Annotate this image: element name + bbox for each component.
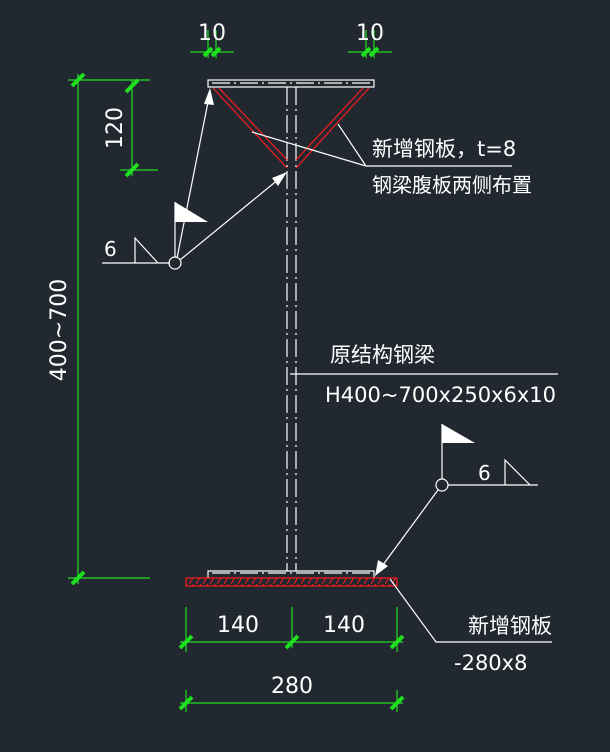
plate-spec: -280x8	[454, 651, 527, 675]
dim-top-left: 10	[190, 21, 234, 58]
weld-size: 6	[478, 461, 491, 485]
plate-title: 新增钢板	[468, 614, 552, 638]
dim-text: 120	[103, 107, 128, 149]
stiffener-leader: 新增钢板，t=8 钢梁腹板两侧布置	[251, 123, 532, 197]
weld-symbol-right: 6	[375, 424, 538, 576]
dim-beam-height: 400~700	[47, 72, 150, 586]
dim-bottom-halves: 140 140	[178, 607, 405, 652]
dim-text: 280	[271, 674, 313, 699]
dim-text: 10	[356, 21, 384, 46]
plate-leader: 新增钢板 -280x8	[389, 578, 552, 675]
beam-label: 原结构钢梁 H400~700x250x6x10	[290, 343, 558, 407]
dim-stiffener-height: 120	[103, 78, 158, 178]
dim-text: 10	[198, 21, 226, 46]
beam-title: 原结构钢梁	[330, 343, 435, 367]
existing-beam	[207, 79, 375, 578]
dim-text: 400~700	[47, 279, 72, 381]
stiffener-note: 钢梁腹板两侧布置	[372, 173, 532, 197]
new-bottom-plate	[185, 577, 398, 587]
stiffener-title: 新增钢板，t=8	[372, 137, 516, 161]
dim-bottom-total: 280	[178, 674, 405, 712]
new-stiffener-plates	[212, 87, 370, 169]
dim-text: 140	[323, 613, 365, 638]
dim-text: 140	[217, 613, 259, 638]
weld-symbol-left: 6	[102, 88, 287, 270]
weld-size: 6	[104, 237, 117, 261]
dim-top-right: 10	[348, 21, 392, 58]
beam-spec: H400~700x250x6x10	[325, 383, 556, 407]
